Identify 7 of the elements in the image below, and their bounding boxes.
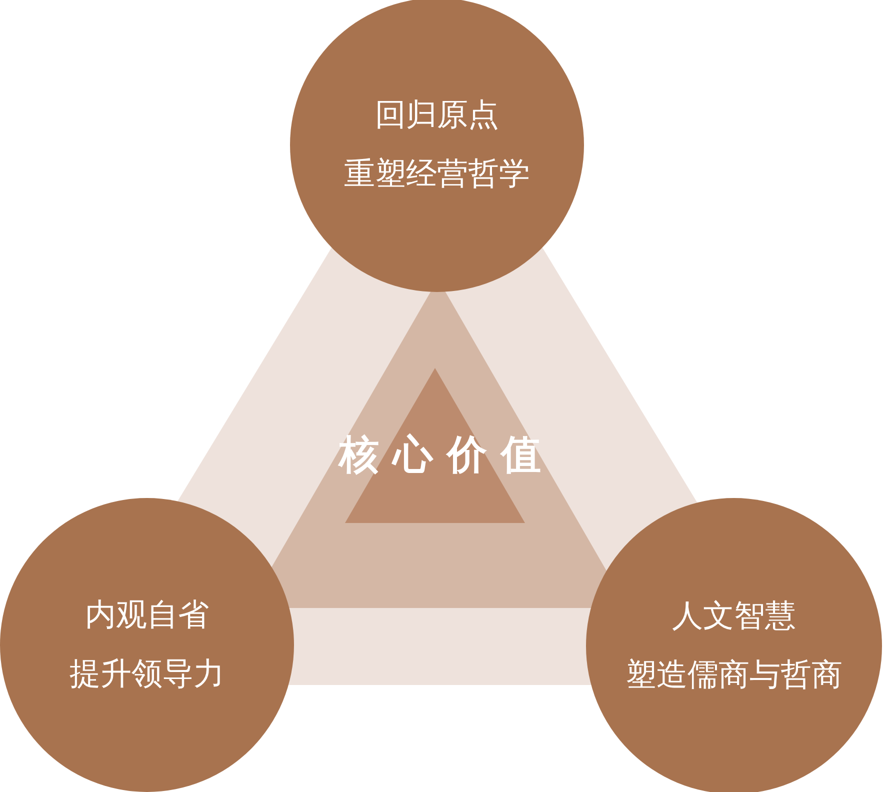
heading-text: 回归原点: [375, 100, 499, 131]
subheading-text: 重塑经营哲学: [344, 159, 530, 190]
heading-text: 人文智慧: [672, 601, 796, 632]
heading-text: 内观自省: [85, 600, 209, 631]
subheading-text: 塑造儒商与哲商: [626, 660, 842, 691]
core-value-text: 核心价值: [318, 428, 562, 482]
subheading-text: 提升领导力: [70, 659, 224, 690]
